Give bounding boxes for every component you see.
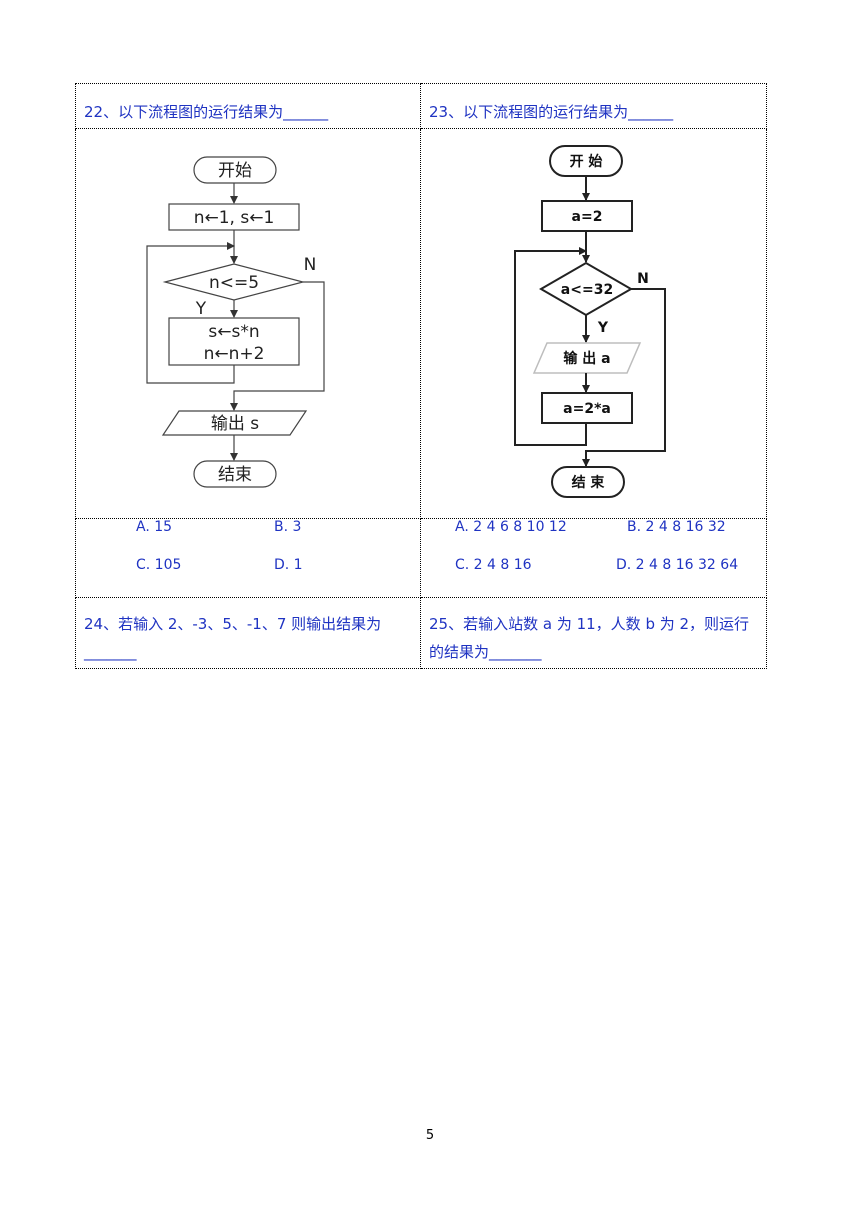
q23-choice-b[interactable]: B. 2 4 8 16 32 — [627, 519, 726, 535]
q23-yes-label: Y — [597, 320, 609, 336]
q22-init-label: n←1, s←1 — [194, 208, 275, 228]
q22-choice-c[interactable]: C. 105 — [136, 557, 182, 573]
q23-output-label: 输 出 a — [563, 350, 610, 367]
q23-condition-label: a<=32 — [561, 282, 613, 298]
q22-choice-d[interactable]: D. 1 — [274, 557, 303, 573]
q22-init-box — [168, 203, 300, 231]
q22-end-label: 结束 — [218, 465, 252, 485]
q23-init-box — [541, 200, 633, 232]
q23-start-label: 开 始 — [570, 153, 603, 170]
q22-title-cell: 22、以下流程图的运行结果为______ — [75, 83, 421, 129]
q22-choices: A. 15 B. 3 C. 105 D. 1 — [75, 518, 421, 598]
q22-step2-label: n←n+2 — [204, 344, 265, 364]
q22-no-label: N — [304, 255, 317, 275]
q23-choice-c[interactable]: C. 2 4 8 16 — [455, 557, 532, 573]
q22-output-label: 输出 s — [211, 414, 259, 434]
q22-process-box — [168, 317, 300, 366]
q23-title-cell: 23、以下流程图的运行结果为______ — [420, 83, 767, 129]
question-table: 22、以下流程图的运行结果为______ 23、以下流程图的运行结果为_____… — [75, 83, 767, 669]
q22-step1-label: s←s*n — [208, 322, 259, 342]
q22-choice-b[interactable]: B. 3 — [274, 519, 302, 535]
q22-output-parallelogram — [161, 410, 308, 436]
q24-title: 24、若输入 2、-3、5、-1、7 则输出结果为_______ — [84, 615, 382, 661]
q23-init-label: a=2 — [572, 209, 603, 225]
q23-choice-d[interactable]: D. 2 4 8 16 32 64 — [616, 557, 739, 573]
q22-yes-label: Y — [195, 299, 207, 319]
q22-end-terminal — [193, 460, 277, 488]
q25-cell: 25、若输入站数 a 为 11，人数 b 为 2，则运行的结果为_______ — [420, 597, 767, 669]
q23-title: 23、以下流程图的运行结果为______ — [429, 103, 674, 121]
q22-condition-label: n<=5 — [209, 273, 259, 293]
q23-choices: A. 2 4 6 8 10 12 B. 2 4 8 16 32 C. 2 4 8… — [420, 518, 767, 598]
q23-figure-cell: 开 始 a=2 a<=32 Y N 输 出 a a=2*a 结 束 — [420, 128, 767, 519]
q23-end-label: 结 束 — [572, 474, 606, 491]
q23-choice-a[interactable]: A. 2 4 6 8 10 12 — [455, 519, 567, 535]
q22-figure-cell: 开始 n←1, s←1 n<=5 Y N s←s*n n←n+2 输出 s 结束 — [75, 128, 421, 519]
q23-flowchart: 开 始 a=2 a<=32 Y N 输 出 a a=2*a 结 束 — [514, 145, 666, 498]
q23-step-label: a=2*a — [563, 401, 611, 417]
page-number: 5 — [425, 1128, 435, 1143]
q25-title: 25、若输入站数 a 为 11，人数 b 为 2，则运行的结果为_______ — [429, 615, 750, 661]
q23-no-label: N — [637, 271, 649, 287]
q24-cell: 24、若输入 2、-3、5、-1、7 则输出结果为_______ — [75, 597, 421, 669]
q22-start-label: 开始 — [218, 161, 252, 181]
q22-flowchart: 开始 n←1, s←1 n<=5 Y N s←s*n n←n+2 输出 s 结束 — [146, 156, 325, 488]
q23-output-parallelogram — [532, 342, 642, 374]
q22-start-terminal — [193, 156, 277, 184]
q23-end-terminal — [551, 466, 625, 498]
q23-process-box — [541, 392, 633, 424]
q22-choice-a[interactable]: A. 15 — [136, 519, 173, 535]
q22-title: 22、以下流程图的运行结果为______ — [84, 103, 329, 121]
